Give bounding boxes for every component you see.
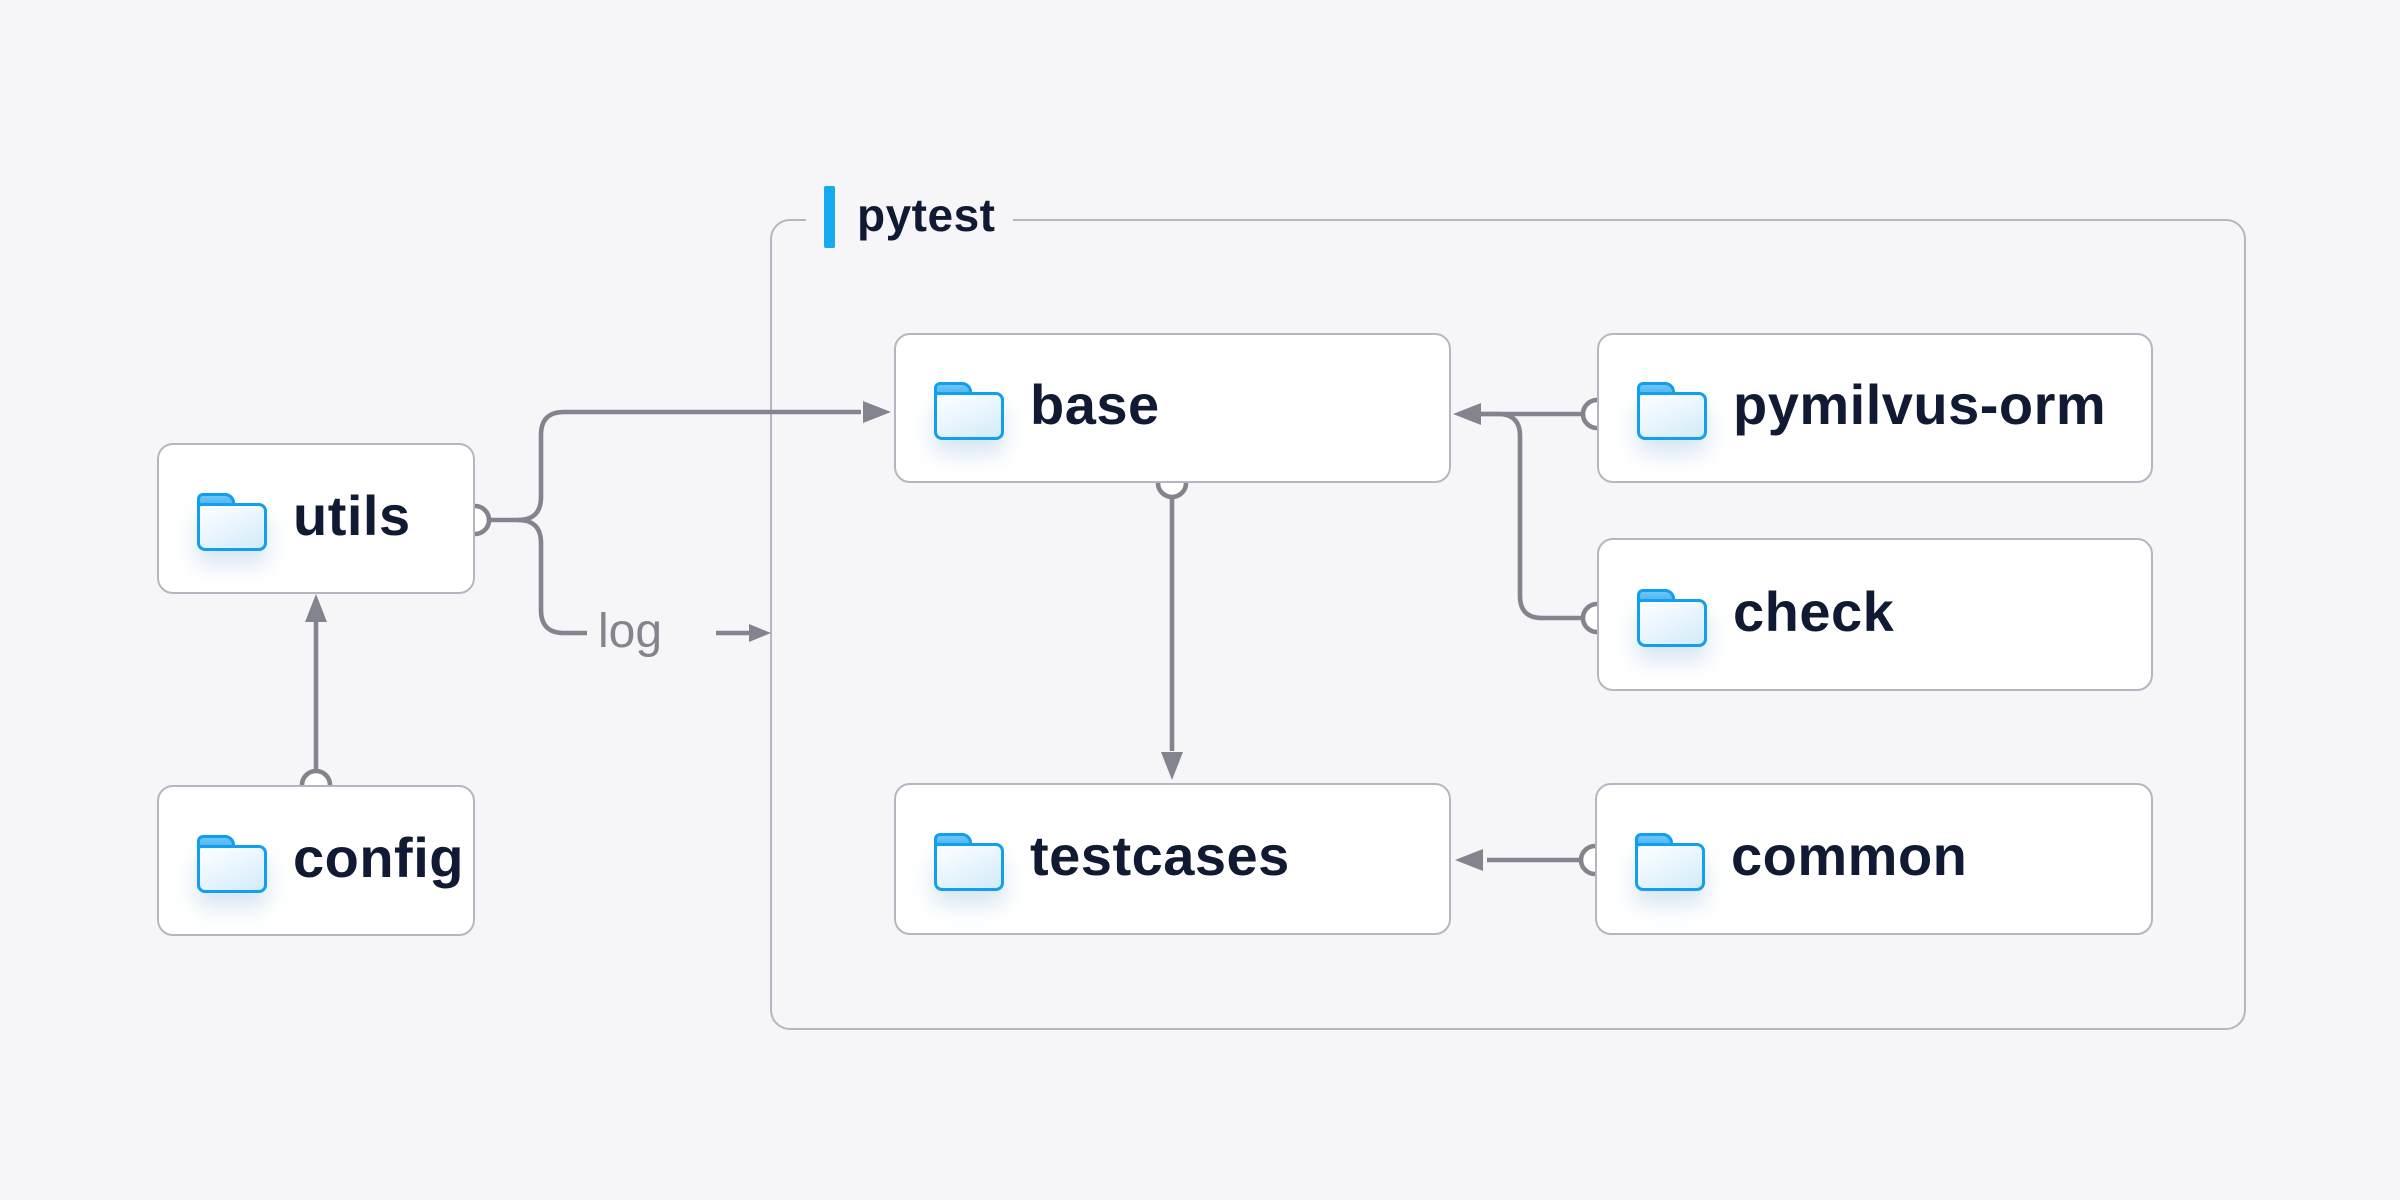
- folder-icon: [197, 834, 267, 893]
- folder-icon: [197, 492, 267, 551]
- node-pymilvus-orm-label: pymilvus-orm: [1733, 373, 2107, 436]
- node-check: check: [1597, 538, 2153, 691]
- pytest-container-label: pytest: [806, 185, 1014, 249]
- node-base: base: [894, 333, 1451, 483]
- node-config-label: config: [293, 825, 464, 889]
- folder-icon: [934, 833, 1004, 891]
- node-common: common: [1595, 783, 2153, 935]
- accent-bar-icon: [824, 186, 835, 248]
- folder-icon: [1635, 833, 1705, 891]
- edge-log-arrowhead: [749, 624, 771, 642]
- edge-label-log: log: [598, 605, 663, 658]
- node-config: config: [157, 785, 475, 936]
- node-check-label: check: [1733, 579, 1895, 643]
- node-utils-label: utils: [293, 483, 411, 547]
- pytest-container-title: pytest: [857, 189, 996, 241]
- edge-config-utils-arrowhead: [305, 594, 327, 622]
- node-common-label: common: [1731, 824, 1968, 887]
- pytest-container: [770, 219, 2246, 1030]
- node-pymilvus-orm: pymilvus-orm: [1597, 333, 2153, 483]
- folder-icon: [934, 382, 1004, 440]
- node-utils: utils: [157, 443, 475, 594]
- node-base-label: base: [1030, 373, 1160, 436]
- folder-icon: [1637, 588, 1707, 647]
- folder-icon: [1637, 382, 1707, 440]
- node-testcases-label: testcases: [1030, 824, 1290, 887]
- node-testcases: testcases: [894, 783, 1451, 935]
- edge-utils-log-line: [517, 517, 587, 636]
